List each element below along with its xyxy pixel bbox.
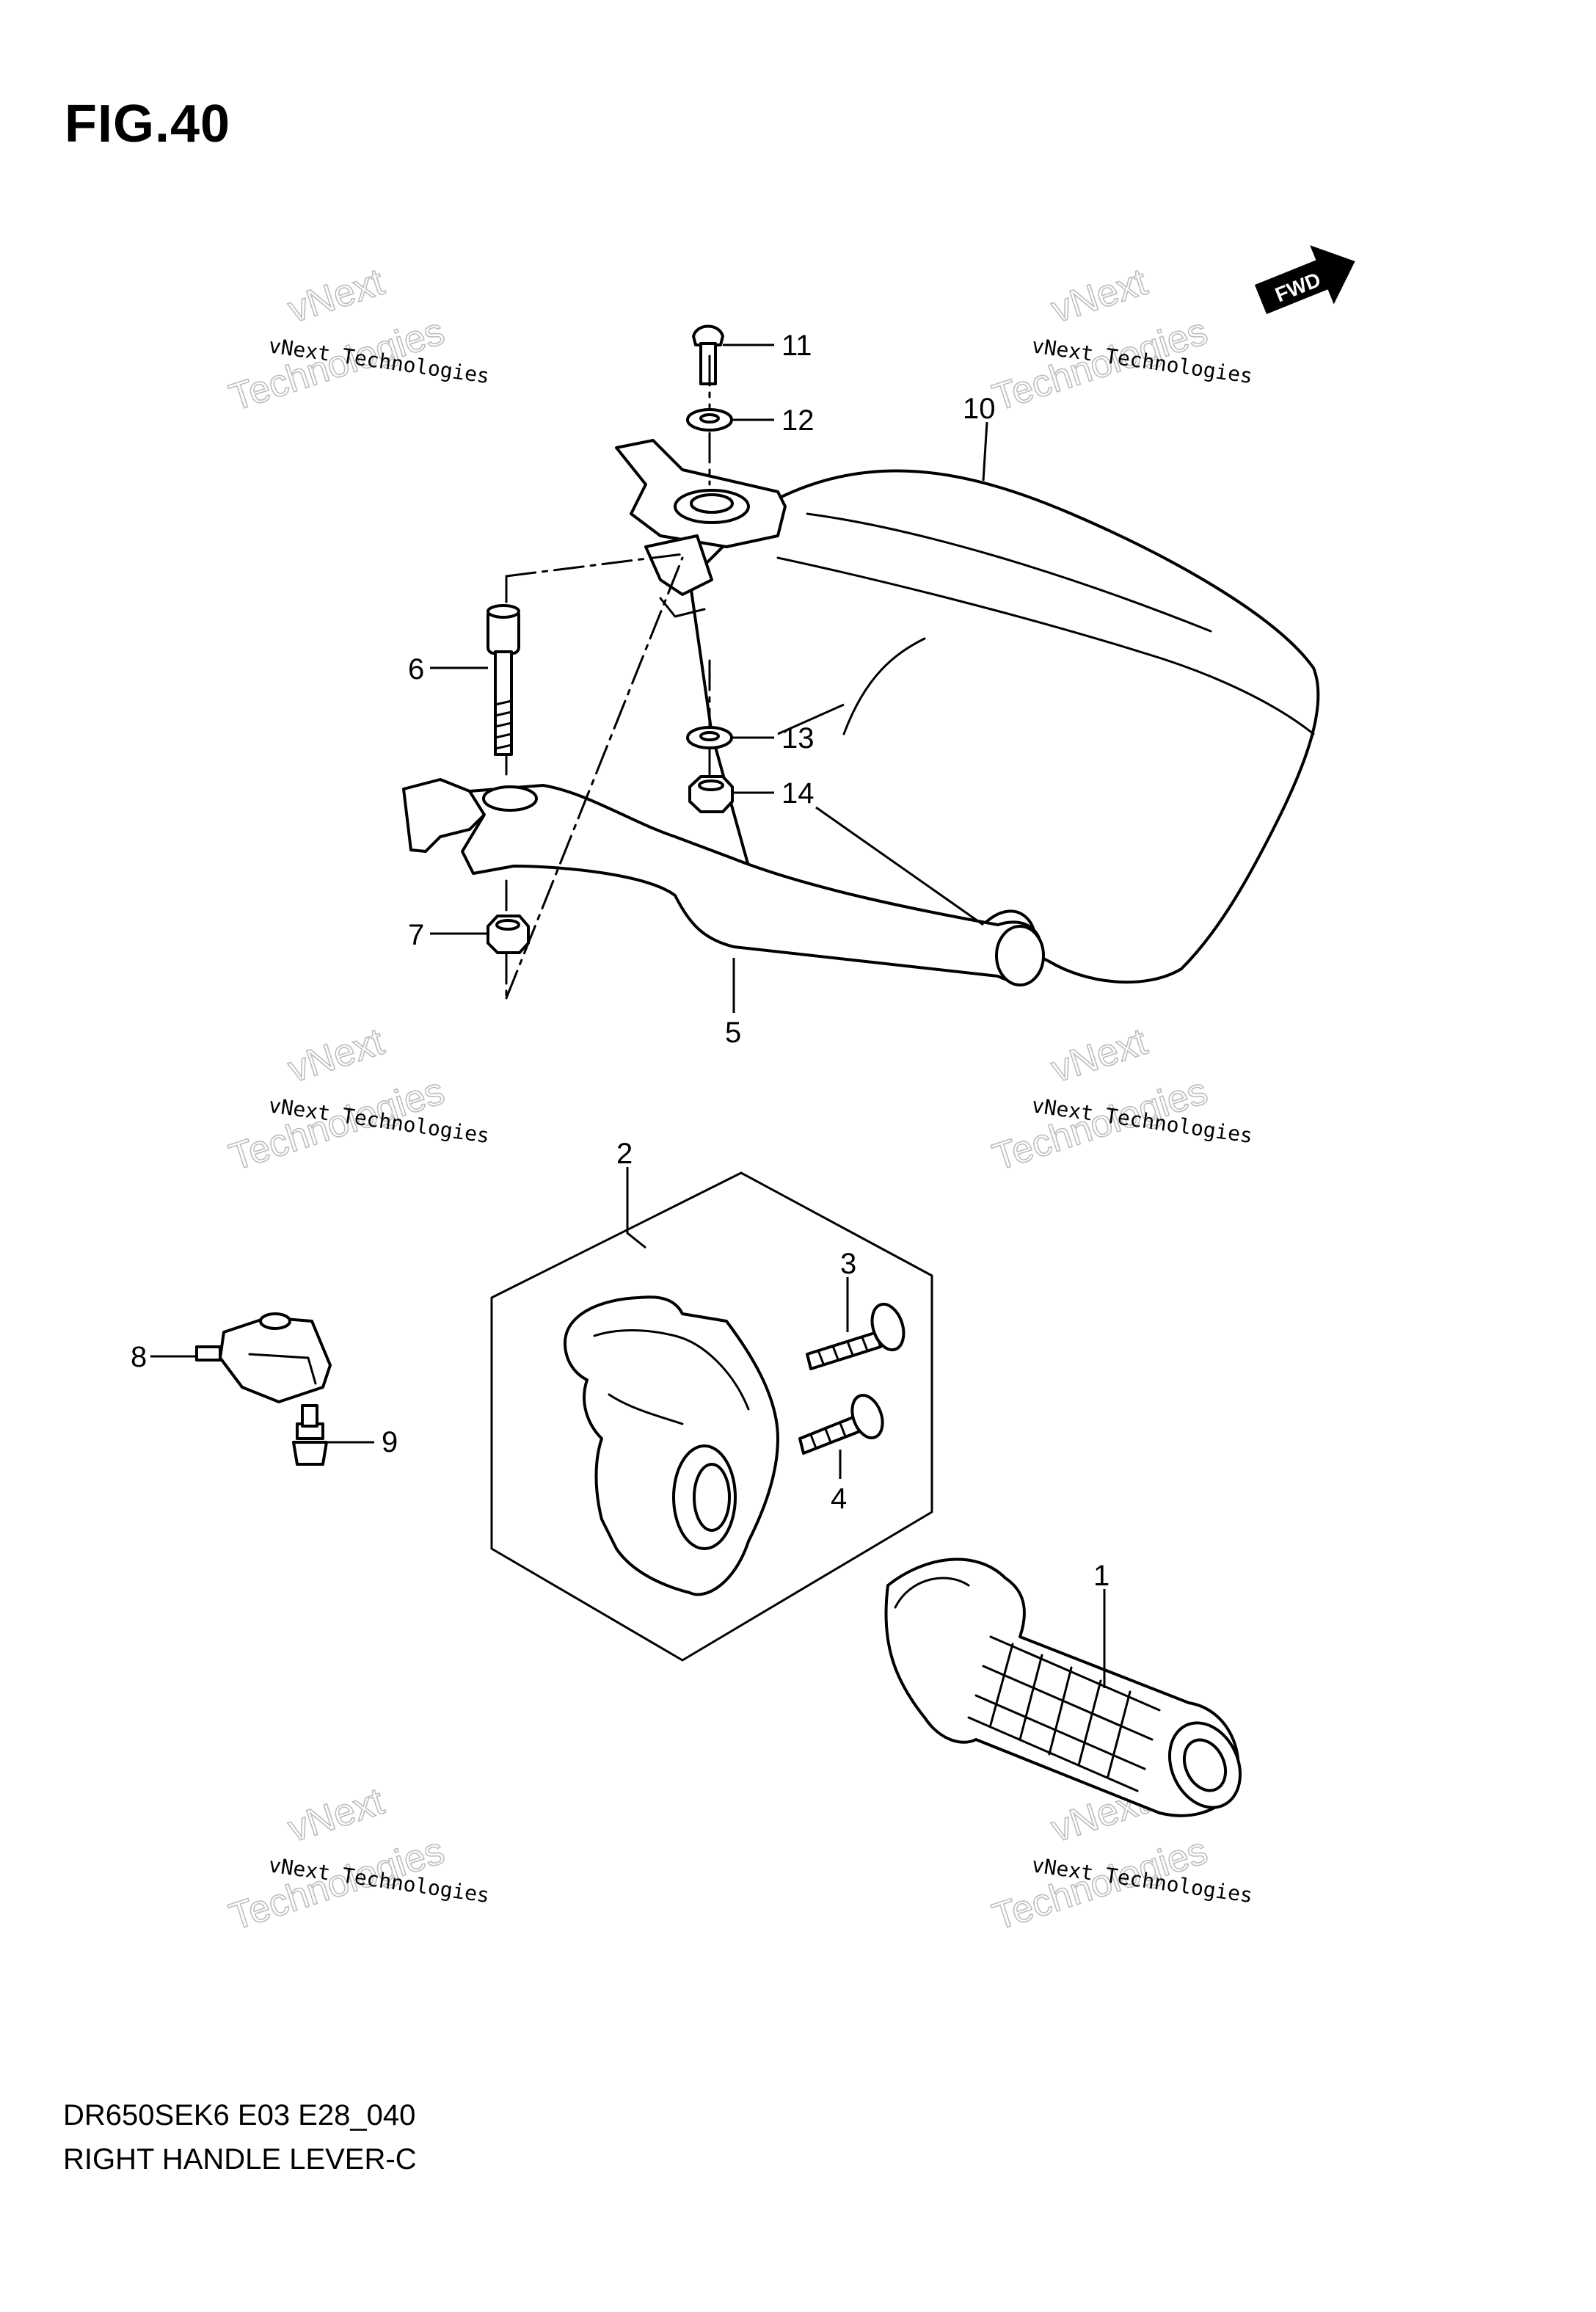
callout-9: 9 <box>382 1426 398 1458</box>
svg-text:vNext: vNext <box>1046 261 1153 331</box>
bracket-mount <box>615 439 787 618</box>
nut-part-14 <box>688 775 734 813</box>
watermark-top-left: vNext Technologies vNext Technologies <box>224 260 491 420</box>
watermark-bottom-left: vNext Technologies vNext Technologies <box>224 1779 491 1939</box>
washer-part-12 <box>686 408 733 432</box>
callout-10: 10 <box>963 393 996 425</box>
hand-guard-part-10 <box>688 469 1320 984</box>
figure-title: FIG.40 <box>65 95 231 153</box>
diagram-name: RIGHT HANDLE LEVER-C <box>63 2143 417 2175</box>
lever-part-5 <box>402 778 1045 986</box>
callout-12: 12 <box>781 404 815 437</box>
screw-part-4 <box>798 1394 884 1455</box>
callout-4: 4 <box>831 1483 847 1515</box>
callout-11: 11 <box>781 330 812 362</box>
screw-part-9 <box>292 1404 328 1466</box>
svg-text:vNext: vNext <box>283 261 390 331</box>
nut-part-7 <box>487 915 530 954</box>
callout-1: 1 <box>1093 1560 1109 1592</box>
screw-part-11 <box>692 324 724 385</box>
assembly-guide-lines <box>505 355 711 1000</box>
callout-5: 5 <box>725 1017 741 1049</box>
screw-part-3 <box>806 1302 906 1370</box>
switch-housing-part-2 <box>490 1171 933 1662</box>
diagram-model-code: DR650SEK6 E03 E28_040 <box>63 2099 416 2131</box>
washer-part-13 <box>686 726 733 749</box>
bolt-part-6 <box>487 604 520 756</box>
grip-part-1 <box>884 1557 1242 1817</box>
callout-3: 3 <box>840 1248 856 1280</box>
watermark-mid-right: vNext Technologies vNext Technologies <box>987 1019 1254 1179</box>
svg-text:vNext: vNext <box>283 1780 390 1850</box>
callout-8: 8 <box>131 1341 147 1373</box>
callout-6: 6 <box>408 653 424 686</box>
fwd-arrow-icon: FWD <box>1254 245 1355 314</box>
callout-labels: 1 2 3 4 5 6 7 8 9 10 11 12 13 14 <box>131 330 1109 1592</box>
svg-text:vNext: vNext <box>1046 1020 1153 1091</box>
leader-lines <box>150 343 1106 1688</box>
watermark-mid-left: vNext Technologies vNext Technologies <box>224 1019 491 1179</box>
callout-2: 2 <box>616 1138 633 1170</box>
callout-7: 7 <box>408 919 424 951</box>
watermark-top-right: vNext Technologies vNext Technologies <box>987 260 1254 420</box>
callout-13: 13 <box>781 722 815 755</box>
svg-text:vNext: vNext <box>283 1020 390 1091</box>
callout-14: 14 <box>781 777 815 810</box>
switch-part-8 <box>195 1312 332 1403</box>
